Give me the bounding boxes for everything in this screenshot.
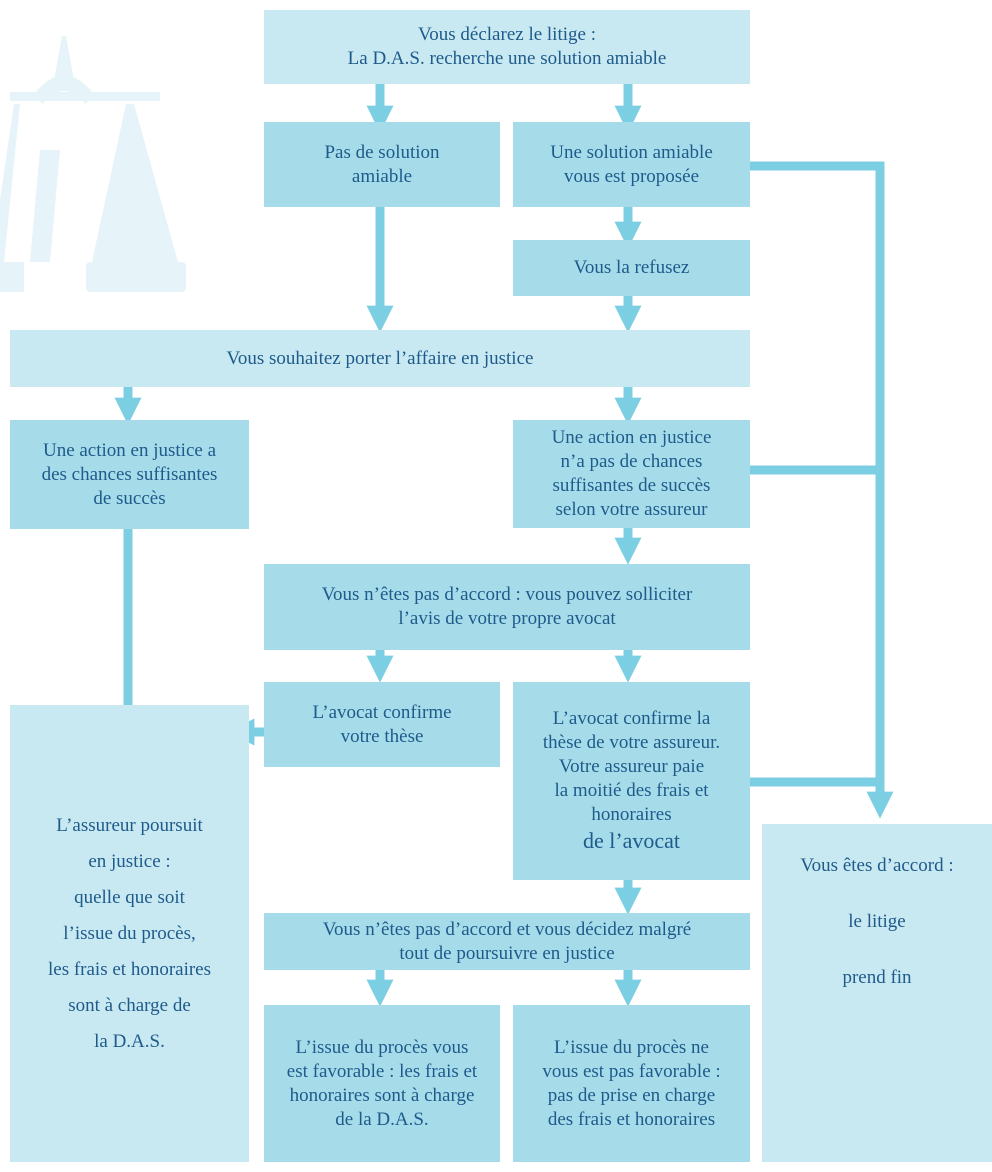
box-declare-dispute: Vous déclarez le litige :La D.A.S. reche… <box>264 10 750 84</box>
box-you-refuse: Vous la refusez <box>513 240 750 296</box>
line-solution-to-agree <box>750 161 894 819</box>
box-disagree-pursue: Vous n’êtes pas d’accord et vous décidez… <box>264 913 750 970</box>
box-go-to-court: Vous souhaitez porter l’affaire en justi… <box>10 330 750 387</box>
box-disagree-ask-lawyer: Vous n’êtes pas d’accord : vous pouvez s… <box>264 564 750 650</box>
